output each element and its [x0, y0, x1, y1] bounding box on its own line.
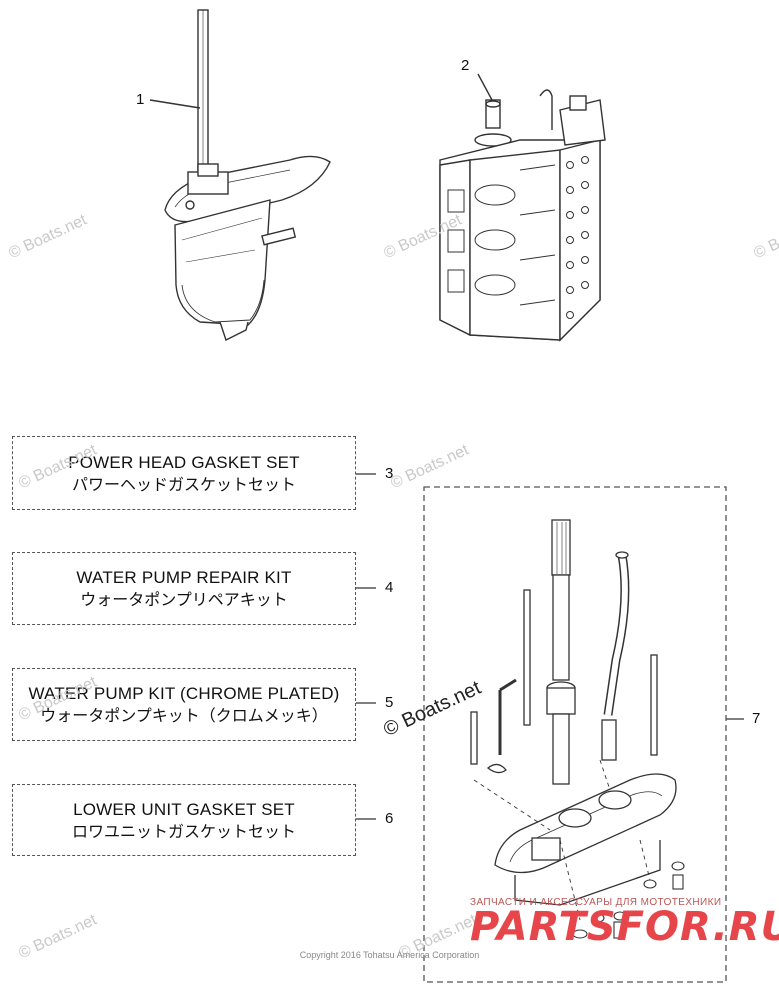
callout-4: 4	[385, 579, 394, 596]
callout-2: 2	[461, 57, 470, 74]
kit-leader-lines	[356, 473, 744, 820]
brand-tagline: ЗАПЧАСТИ И АКСЕССУАРЫ ДЛЯ МОТОТЕХНИКИ	[470, 897, 722, 908]
water-pump-kit-group-box	[423, 486, 727, 983]
kit-label-en: POWER HEAD GASKET SET	[68, 452, 300, 472]
kit-label-jp: ロワユニットガスケットセット	[71, 821, 296, 841]
callout-5: 5	[385, 694, 394, 711]
callout-6: 6	[385, 810, 394, 827]
kit-label-en: LOWER UNIT GASKET SET	[73, 799, 295, 819]
callout-7: 7	[752, 710, 761, 727]
kit-box-water-pump-kit-chrome: WATER PUMP KIT (CHROME PLATED) ウォータポンプキッ…	[12, 668, 356, 741]
callout-1: 1	[136, 91, 145, 108]
kit-label-en: WATER PUMP REPAIR KIT	[76, 568, 292, 587]
kit-box-power-head-gasket-set: POWER HEAD GASKET SET パワーヘッドガスケットセット	[12, 436, 356, 510]
kit-label-jp: ウォータポンプリペアキット	[80, 590, 288, 609]
callout-3: 3	[385, 465, 394, 482]
power-head-assembly	[439, 73, 606, 342]
water-pump-kit-parts	[470, 519, 685, 939]
brand-logo[interactable]: PARTSFOR.RU	[470, 904, 779, 950]
copyright-text: Copyright 2016 Tohatsu America Corporati…	[299, 950, 480, 960]
kit-box-lower-unit-gasket-set: LOWER UNIT GASKET SET ロワユニットガスケットセット	[12, 784, 356, 856]
kit-label-en: WATER PUMP KIT (CHROME PLATED)	[28, 684, 340, 703]
lower-unit-assembly	[149, 9, 331, 341]
kit-label-jp: パワーヘッドガスケットセット	[71, 474, 296, 494]
kit-box-water-pump-repair-kit: WATER PUMP REPAIR KIT ウォータポンプリペアキット	[12, 552, 356, 625]
kit-label-jp: ウォータポンプキット（クロムメッキ）	[40, 706, 328, 725]
